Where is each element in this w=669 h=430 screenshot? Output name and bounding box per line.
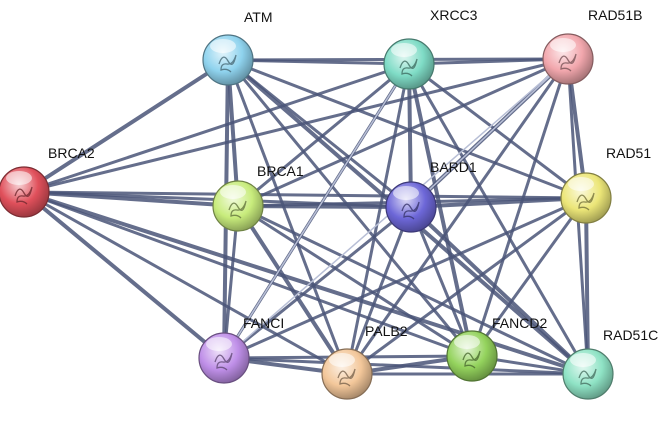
edge-layer	[22, 57, 590, 376]
gloss-highlight	[210, 39, 236, 53]
protein-structure-icon	[218, 54, 237, 73]
node-label-fanci: FANCI	[243, 315, 284, 331]
gloss-highlight	[391, 43, 417, 57]
node-label-rad51c: RAD51C	[603, 327, 658, 343]
edge-brca1-palb2	[236, 204, 349, 376]
edge-xrcc3-brca1	[236, 62, 411, 208]
protein-structure-icon	[214, 352, 233, 371]
edge-xrcc3-fancd2	[407, 62, 474, 358]
edge-rad51-palb2	[345, 196, 588, 376]
faint-edge-xrcc3-fanci	[223, 63, 410, 359]
protein-structure-icon	[558, 53, 577, 72]
protein-structure-icon	[401, 201, 420, 220]
node-fanci[interactable]: FANCI	[198, 315, 284, 384]
gloss-highlight	[568, 177, 594, 191]
gloss-highlight	[220, 185, 246, 199]
edge-rad51b-fancd2	[470, 57, 570, 358]
edge-xrcc3-rad51	[407, 62, 588, 200]
edge-rad51b-palb2	[345, 57, 570, 376]
edge-brca2-rad51b	[22, 57, 570, 194]
edge-bard1-fancd2	[409, 205, 474, 358]
edge-brca2-palb2	[22, 190, 349, 376]
gloss-highlight	[206, 337, 232, 351]
node-label-bard1: BARD1	[430, 159, 477, 175]
edge-brca2-rad51	[22, 190, 588, 200]
gloss-highlight	[550, 38, 576, 52]
protein-structure-icon	[14, 186, 33, 205]
edge-rad51-fanci	[222, 196, 588, 360]
gloss-highlight	[6, 171, 32, 185]
node-bard1[interactable]: BARD1	[385, 159, 477, 233]
node-label-xrcc3: XRCC3	[430, 7, 478, 23]
node-label-rad51: RAD51	[606, 145, 651, 161]
node-label-fancd2: FANCD2	[492, 315, 547, 331]
node-brca1[interactable]: BRCA1	[212, 163, 304, 232]
edge-xrcc3-palb2	[345, 62, 411, 376]
protein-structure-icon	[462, 350, 481, 369]
node-fancd2[interactable]: FANCD2	[446, 315, 547, 382]
node-label-rad51b: RAD51B	[588, 7, 642, 23]
edge-rad51b-brca1	[236, 57, 570, 208]
edge-bard1-fanci	[222, 205, 413, 360]
node-brca2[interactable]: BRCA2	[0, 145, 95, 218]
node-palb2[interactable]: PALB2	[321, 323, 408, 400]
node-label-brca2: BRCA2	[48, 145, 95, 161]
node-label-brca1: BRCA1	[257, 163, 304, 179]
protein-structure-icon	[337, 368, 356, 387]
edge-brca1-rad51c	[236, 204, 590, 376]
edge-xrcc3-rad51b	[407, 57, 570, 66]
edge-brca2-xrcc3	[22, 62, 411, 194]
edge-bard1-rad51c	[409, 205, 590, 376]
protein-structure-icon	[399, 58, 418, 77]
protein-structure-icon	[228, 200, 247, 219]
edge-atm-palb2	[226, 58, 349, 376]
node-label-palb2: PALB2	[365, 323, 408, 339]
gloss-highlight	[393, 186, 419, 200]
node-rad51c[interactable]: RAD51C	[562, 327, 658, 400]
edge-atm-rad51	[226, 58, 588, 200]
edge-brca2-fanci	[22, 190, 226, 360]
gloss-highlight	[329, 353, 355, 367]
gloss-highlight	[570, 353, 596, 367]
edge-rad51-fancd2	[470, 196, 588, 358]
edge-rad51-rad51c	[584, 196, 590, 376]
node-xrcc3[interactable]: XRCC3	[383, 7, 478, 90]
edge-brca1-fancd2	[236, 204, 474, 358]
node-atm[interactable]: ATM	[202, 9, 273, 86]
edge-bard1-rad51	[409, 196, 588, 209]
faint-edge-bard1-rad51b	[410, 58, 569, 208]
node-label-atm: ATM	[244, 9, 273, 25]
gloss-highlight	[454, 335, 480, 349]
node-rad51b[interactable]: RAD51B	[542, 7, 642, 85]
protein-structure-icon	[576, 192, 595, 211]
edge-brca2-fancd2	[22, 190, 474, 358]
edge-brca2-rad51c	[22, 190, 590, 376]
edge-brca2-atm	[22, 58, 230, 194]
node-rad51[interactable]: RAD51	[560, 145, 651, 224]
protein-structure-icon	[578, 368, 597, 387]
